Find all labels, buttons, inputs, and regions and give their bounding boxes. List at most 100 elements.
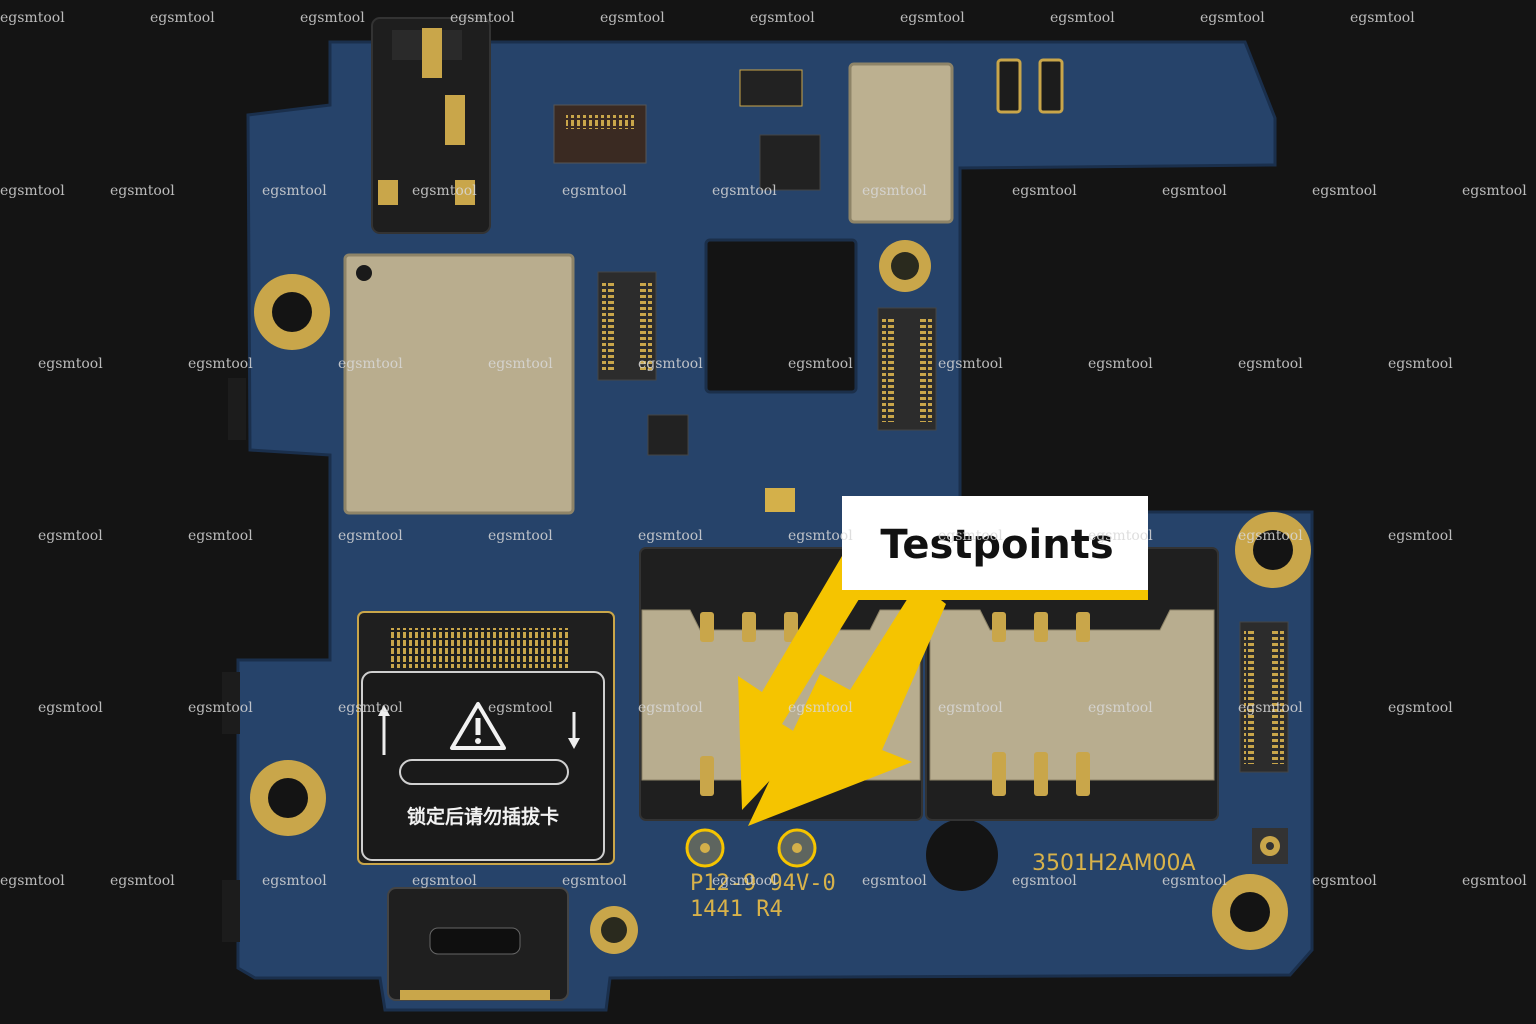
watermark-text: egsmtool (750, 10, 815, 26)
watermark-text: egsmtool (1238, 700, 1303, 716)
watermark-text: egsmtool (188, 356, 253, 372)
watermark-text: egsmtool (1350, 10, 1415, 26)
watermark-text: egsmtool (188, 700, 253, 716)
testpoint-2-pad (792, 843, 802, 853)
watermark-text: egsmtool (338, 356, 403, 372)
watermark-text: egsmtool (938, 700, 1003, 716)
watermark-text: egsmtool (638, 356, 703, 372)
rf-shield-top (848, 62, 954, 224)
side-component (222, 672, 240, 734)
watermark-text: egsmtool (338, 700, 403, 716)
ic-chip (647, 414, 689, 456)
watermark-text: egsmtool (788, 356, 853, 372)
watermark-text: egsmtool (38, 528, 103, 544)
mounting-hole (1235, 512, 1311, 588)
warning-triangle-icon (450, 702, 506, 750)
watermark-text: egsmtool (1312, 183, 1377, 199)
watermark-text: egsmtool (1462, 873, 1527, 889)
watermark-text: egsmtool (0, 873, 65, 889)
watermark-text: egsmtool (788, 528, 853, 544)
watermark-text: egsmtool (150, 10, 215, 26)
watermark-text: egsmtool (110, 183, 175, 199)
silkscreen-part-number: 3501H2AM00A (1032, 851, 1196, 876)
watermark-text: egsmtool (1088, 528, 1153, 544)
watermark-text: egsmtool (188, 528, 253, 544)
gold-pad (765, 488, 795, 512)
watermark-text: egsmtool (712, 873, 777, 889)
watermark-text: egsmtool (938, 528, 1003, 544)
arrow-icon (748, 582, 946, 826)
watermark-text: egsmtool (938, 356, 1003, 372)
ic-chip (759, 134, 821, 191)
watermark-text: egsmtool (488, 700, 553, 716)
usb-port (387, 887, 569, 1001)
watermark-text: egsmtool (1012, 873, 1077, 889)
side-component (228, 378, 246, 440)
watermark-text: egsmtool (862, 183, 927, 199)
watermark-text: egsmtool (562, 873, 627, 889)
watermark-text: egsmtool (1088, 700, 1153, 716)
watermark-text: egsmtool (262, 183, 327, 199)
watermark-text: egsmtool (412, 183, 477, 199)
watermark-text: egsmtool (1162, 183, 1227, 199)
callout-label: Testpoints (880, 522, 1113, 568)
connector-edge (1239, 621, 1289, 773)
mounting-hole (590, 906, 638, 954)
watermark-text: egsmtool (0, 10, 65, 26)
fpc-connector (553, 104, 647, 164)
watermark-text: egsmtool (338, 528, 403, 544)
watermark-text: egsmtool (488, 356, 553, 372)
connector-right (877, 307, 937, 431)
watermark-text: egsmtool (1238, 528, 1303, 544)
silkscreen-line2: 1441 R4 (690, 897, 783, 922)
watermark-text: egsmtool (900, 10, 965, 26)
mounting-hole (254, 274, 330, 350)
watermark-text: egsmtool (1088, 356, 1153, 372)
mounting-hole (879, 240, 931, 292)
watermark-text: egsmtool (300, 10, 365, 26)
watermark-text: egsmtool (1462, 183, 1527, 199)
rf-shield-left (343, 253, 575, 515)
watermark-text: egsmtool (712, 183, 777, 199)
arrow-icon (738, 556, 872, 810)
silkscreen-line1: P12-9 94V-0 (690, 871, 836, 896)
side-component (222, 880, 240, 942)
watermark-text: egsmtool (1388, 700, 1453, 716)
watermark-text: egsmtool (1050, 10, 1115, 26)
connector-left (597, 271, 657, 381)
watermark-text: egsmtool (1388, 356, 1453, 372)
testpoint-1-pad (700, 843, 710, 853)
watermark-text: egsmtool (1238, 356, 1303, 372)
ic-chip (739, 69, 803, 107)
watermark-text: egsmtool (562, 183, 627, 199)
callout-box: Testpoints (842, 496, 1148, 600)
watermark-text: egsmtool (488, 528, 553, 544)
watermark-text: egsmtool (262, 873, 327, 889)
watermark-text: egsmtool (412, 873, 477, 889)
microsd-holder (357, 611, 615, 865)
sd-warning-text: 锁定后请勿插拔卡 (407, 805, 559, 828)
board-hole (926, 819, 998, 891)
sim-slot-2 (925, 547, 1219, 821)
watermark-text: egsmtool (600, 10, 665, 26)
board-cutout (704, 238, 858, 394)
watermark-text: egsmtool (38, 356, 103, 372)
watermark-text: egsmtool (0, 183, 65, 199)
watermark-text: egsmtool (450, 10, 515, 26)
watermark-text: egsmtool (1162, 873, 1227, 889)
rf-connector (1252, 828, 1288, 864)
watermark-text: egsmtool (788, 700, 853, 716)
audio-jack (371, 17, 491, 234)
watermark-text: egsmtool (1012, 183, 1077, 199)
watermark-text: egsmtool (110, 873, 175, 889)
watermark-text: egsmtool (638, 528, 703, 544)
mounting-hole (1212, 874, 1288, 950)
watermark-text: egsmtool (1388, 528, 1453, 544)
smd-component (1038, 58, 1064, 114)
mounting-hole (250, 760, 326, 836)
watermark-text: egsmtool (638, 700, 703, 716)
watermark-text: egsmtool (38, 700, 103, 716)
watermark-text: egsmtool (1200, 10, 1265, 26)
